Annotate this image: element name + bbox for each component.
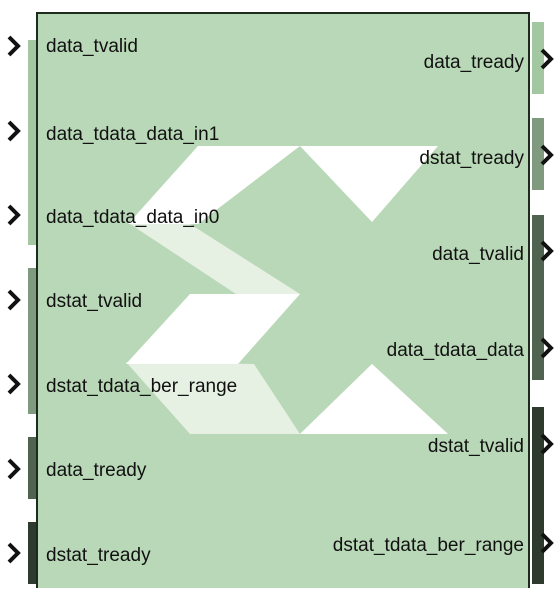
output-bus-bar-data xyxy=(532,215,544,380)
input-port-chevron-icon[interactable] xyxy=(7,542,21,564)
input-port-label: data_tdata_data_in1 xyxy=(46,124,220,145)
input-port-chevron-icon[interactable] xyxy=(7,120,21,142)
input-port-chevron-icon[interactable] xyxy=(7,458,21,480)
input-bus-bar-dstat xyxy=(28,268,36,414)
output-port-label: dstat_tready xyxy=(419,148,524,169)
logo-faint-middle-diagonal xyxy=(130,224,300,294)
input-port-label: data_tvalid xyxy=(46,36,138,57)
input-bus-bar-data-tready xyxy=(28,437,36,499)
output-port-label: data_tready xyxy=(423,52,524,73)
input-port-chevron-icon[interactable] xyxy=(7,373,21,395)
output-port-chevron-icon[interactable] xyxy=(540,48,554,70)
logo-white-top-band xyxy=(128,146,438,224)
output-port-label: data_tdata_data xyxy=(386,340,524,361)
input-port-chevron-icon[interactable] xyxy=(7,35,21,57)
sysgen-block[interactable]: data_tvalid data_tdata_data_in1 data_tda… xyxy=(36,12,530,588)
input-bus-bar-data xyxy=(28,40,36,245)
output-bus-bar-dstat-tready xyxy=(532,118,544,190)
input-port-label: dstat_tvalid xyxy=(46,291,143,312)
input-port-chevron-icon[interactable] xyxy=(7,289,21,311)
output-bus-bar-data-tready xyxy=(532,22,544,94)
input-port-label: dstat_tdata_ber_range xyxy=(46,376,238,397)
input-bus-bar-dstat-tready xyxy=(28,522,36,584)
xilinx-sigma-logo xyxy=(126,146,448,434)
input-port-label: data_tdata_data_in0 xyxy=(46,207,220,228)
output-port-chevron-icon[interactable] xyxy=(540,433,554,455)
output-port-chevron-icon[interactable] xyxy=(540,532,554,554)
output-port-chevron-icon[interactable] xyxy=(540,337,554,359)
output-port-label: data_tvalid xyxy=(432,244,524,265)
output-port-label: dstat_tvalid xyxy=(427,436,524,457)
input-port-label: data_tready xyxy=(46,460,147,481)
logo-white-middle-band xyxy=(126,294,300,364)
input-port-label: dstat_tready xyxy=(46,545,151,566)
output-port-chevron-icon[interactable] xyxy=(540,240,554,262)
output-port-label: dstat_tdata_ber_range xyxy=(332,535,524,556)
input-port-chevron-icon[interactable] xyxy=(7,204,21,226)
output-port-chevron-icon[interactable] xyxy=(540,144,554,166)
logo-white-lower-triangle xyxy=(300,364,448,434)
